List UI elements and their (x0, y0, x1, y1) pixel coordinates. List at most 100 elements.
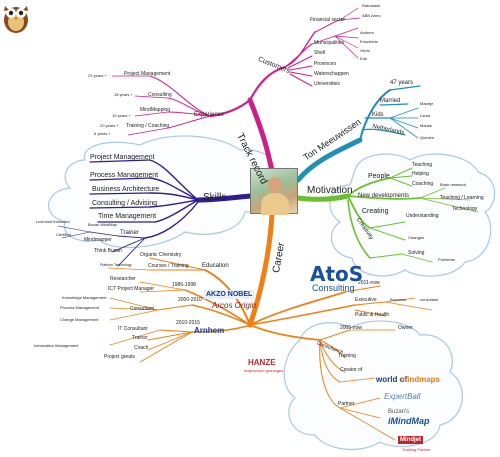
node-coaching-mot: Coaching (412, 181, 434, 187)
node-understanding: Understanding (406, 213, 439, 219)
node-education: Education (202, 263, 229, 269)
atos-logo: AtoS (310, 262, 364, 286)
mindjet-logo-sub: Training Partner (402, 447, 431, 452)
node-year-2005: 2005-now (340, 325, 362, 331)
branch-label-skills: Skills (203, 192, 227, 203)
node-consultant: Consultant (130, 306, 154, 312)
node-kid-4: Quinten (420, 135, 435, 140)
node-financial-sector: Financial sector (310, 17, 346, 23)
skill-process-management: Process Management (90, 172, 159, 179)
node-year-1986: 1986-1998 (172, 282, 196, 288)
node-platform-technology: Platform Technology (100, 263, 132, 267)
node-year-2010: 2010-2015 (176, 320, 200, 326)
node-helping: Helping (412, 171, 429, 177)
imindmap-logo: iMindMap (388, 416, 430, 426)
node-shell: Shell (314, 50, 326, 56)
skill-consulting-advising: Consulting / Advising (92, 200, 157, 207)
node-year-2000: 2000-2010 (178, 297, 202, 303)
node-certified: Certified (56, 232, 71, 237)
node-mindmapper: Mindmapper (84, 237, 112, 243)
node-teaching-learning: Teaching / Learning (440, 195, 484, 201)
node-teaching: Teaching (412, 162, 433, 168)
node-years-22: 22 years + (88, 73, 107, 78)
akzo-nobel-logo: AKZO NOBEL (204, 290, 255, 299)
portrait-photo (250, 168, 298, 215)
node-venlo: Venlo (360, 48, 371, 53)
node-executive: Executive (355, 297, 377, 303)
node-partner: Partner (338, 401, 355, 407)
node-coach: Coach (134, 345, 149, 351)
portrait-body (261, 193, 289, 215)
node-years-10: 10 years + (112, 113, 131, 118)
skills-cloud (47, 135, 277, 249)
mindjet-logo: Mindjet (398, 436, 423, 444)
node-changes: Changes (408, 235, 425, 240)
node-kid-1: Maartje (420, 101, 434, 106)
node-kid-2: Laura (420, 113, 431, 118)
node-years-20: 20 years + (100, 123, 119, 128)
node-technology: Technology (452, 206, 478, 212)
node-kids: Kids (372, 112, 384, 118)
node-years-15: 15 years + (114, 92, 133, 97)
node-amhem: Amhem (360, 30, 374, 35)
node-problems: Problems (438, 257, 455, 262)
node-project-management-exp: Project Management (124, 71, 171, 77)
node-public-health: Public & Health (355, 312, 390, 318)
node-licensed-instructor: Licensed Instructor (36, 219, 70, 224)
node-trainer-career: Trainer (132, 335, 148, 341)
node-municipalities: Municipalities (314, 40, 345, 46)
motivation-cloud (329, 153, 496, 277)
node-universities: Universities (314, 81, 340, 87)
node-consultant-atos: consultant (420, 297, 439, 302)
node-ict-project-manager: ICT Project Manager (108, 286, 155, 292)
node-enschede: Enschede (360, 39, 378, 44)
expertball-logo: ExpertBall (384, 392, 421, 401)
branch-label-motivation: Motivation (307, 185, 353, 196)
node-creator-of: Creator of (340, 367, 363, 373)
node-think-buzan: Think Buzan (94, 248, 122, 254)
node-organic-chemistry: Organic Chemistry (140, 252, 182, 258)
imindmap-logo-prefix: Buzan's (388, 409, 410, 415)
owl-icon (4, 6, 28, 33)
world-of-mindmaps-logo-2: mindmaps (400, 375, 441, 384)
node-married: Married (380, 98, 401, 104)
node-year-2011: 2011-now (358, 280, 380, 286)
node-creating: Creating (362, 208, 389, 215)
node-trainer: Trainer (120, 230, 139, 236)
hanze-logo: HANZE (248, 358, 276, 367)
node-years-6: 6 years + (94, 131, 111, 136)
node-kid-3: Mauke (420, 123, 433, 128)
hanze-logo-sub: hogeschool groningen (244, 368, 284, 373)
node-solving: Solving (408, 250, 425, 256)
node-courses-training: Courses / Training (148, 263, 189, 269)
node-people: People (368, 173, 390, 180)
skill-project-management: Project Management (90, 154, 155, 161)
arcos-origin-logo: Arcos Origin (212, 301, 257, 310)
node-rabobank: Rabobank (362, 3, 381, 8)
node-business: Business (390, 297, 407, 302)
node-it-consultant: IT Consultant (118, 326, 148, 332)
node-buzan-mindmap: Buzan MindMap (88, 222, 117, 227)
world-of-mindmaps-logo: world of (376, 375, 408, 384)
node-new-developments: New developments (358, 193, 410, 199)
node-brain-research: Brain research (440, 182, 467, 187)
node-process-management-c: Process Management (60, 305, 99, 310)
node-knowledge-management: Knowledge Management (62, 295, 107, 300)
node-provinces: Provinces (314, 61, 336, 67)
skill-time-management: Time Management (98, 213, 157, 220)
node-information-management: Information Management (34, 343, 79, 348)
node-project-greats: Project greats (104, 354, 135, 360)
node-experience: Experience (194, 112, 225, 118)
node-researcher: Researcher (110, 276, 136, 282)
node-age: 47 years (390, 80, 414, 86)
node-training-coaching: Training / Coaching (126, 123, 170, 129)
node-consulting: Consulting (148, 92, 172, 98)
node-change-management: Change Management (60, 317, 99, 322)
skill-business-architecture: Business Architecture (92, 186, 160, 193)
arnhem-logo: Arnhem (194, 326, 225, 335)
atos-logo-sub: Consulting (312, 283, 355, 293)
node-abn-amro: ABN Amro (362, 13, 381, 18)
node-owner: Owner (398, 325, 413, 331)
